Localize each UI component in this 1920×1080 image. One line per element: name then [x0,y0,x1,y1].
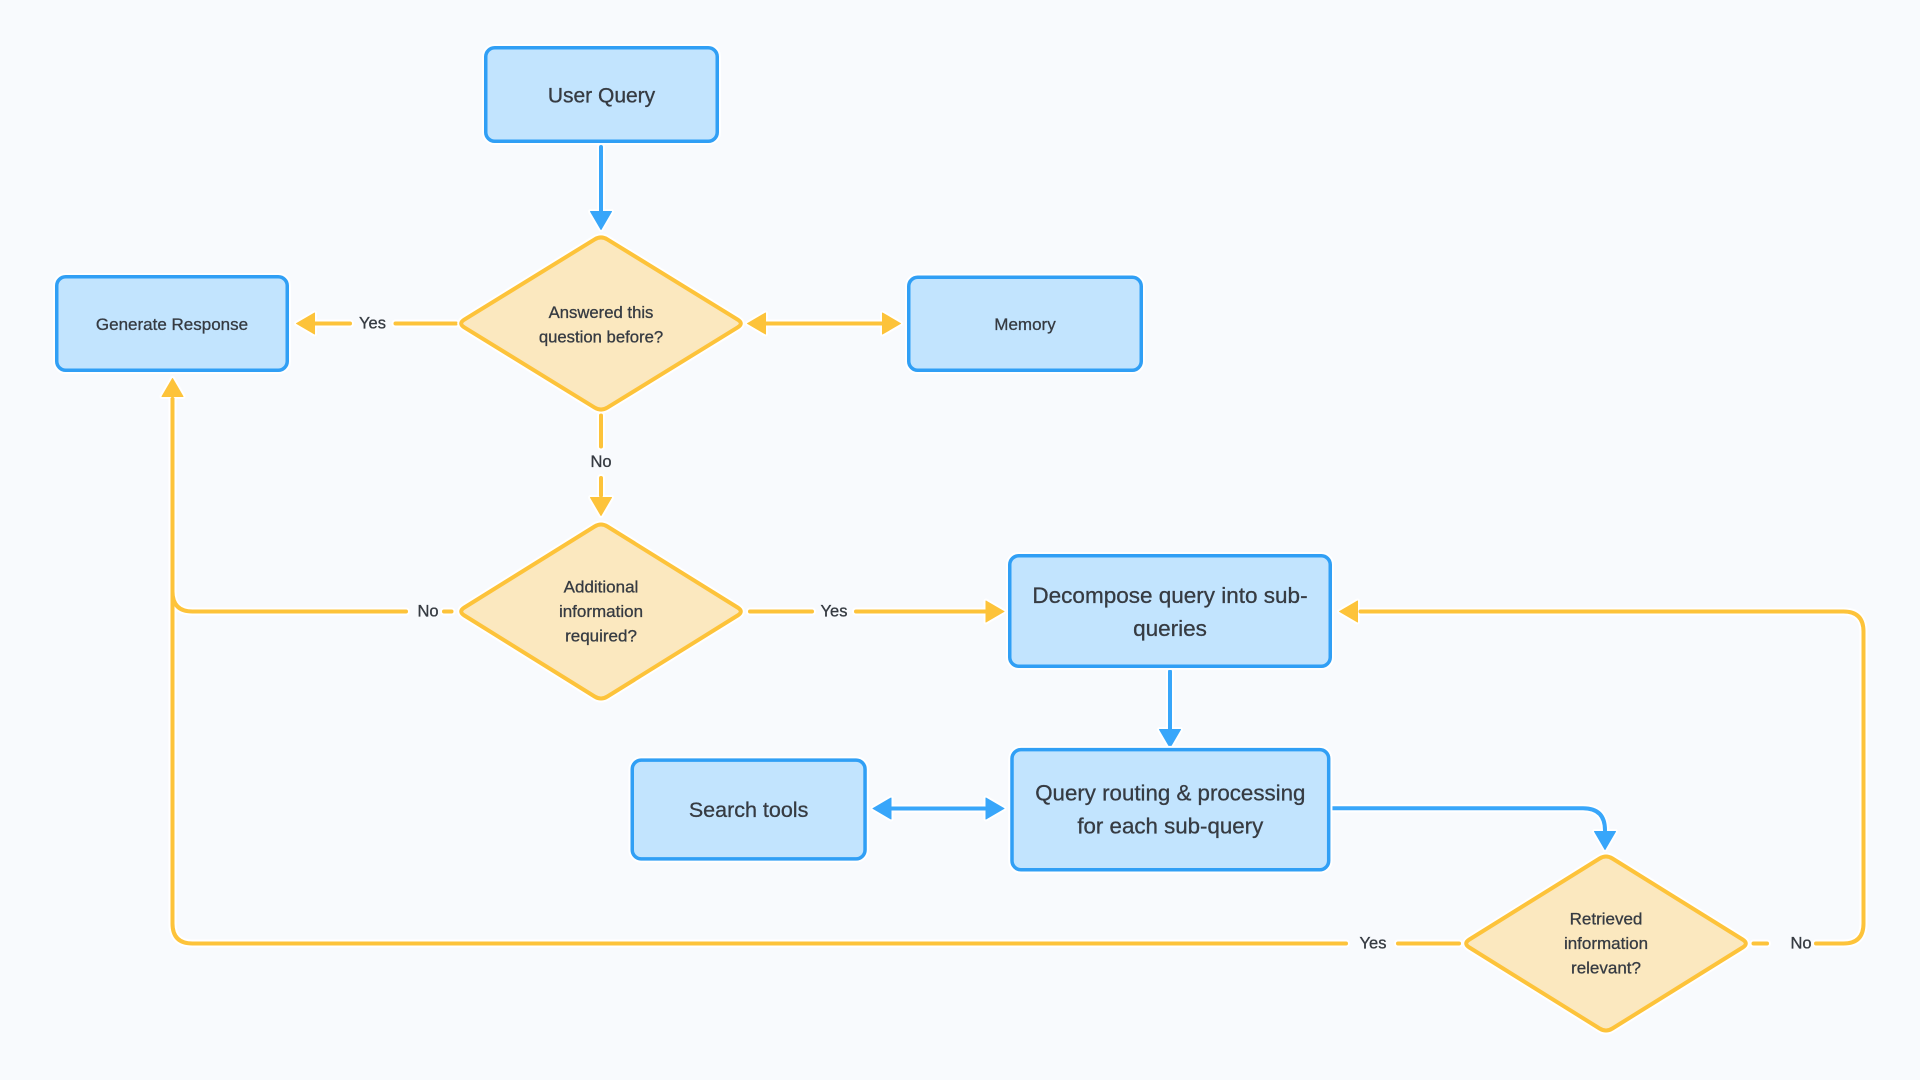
svg-text:Yes: Yes [1360,935,1387,953]
svg-text:Search tools: Search tools [689,798,809,822]
svg-text:Memory: Memory [994,315,1056,334]
svg-text:information: information [1564,934,1648,953]
svg-text:Answered this: Answered this [549,303,654,322]
svg-text:for each sub-query: for each sub-query [1077,814,1264,839]
svg-text:No: No [417,603,438,621]
svg-text:Query routing & processing: Query routing & processing [1035,781,1305,806]
svg-text:Yes: Yes [821,603,848,621]
svg-text:No: No [590,453,611,471]
svg-text:No: No [1790,935,1811,953]
svg-text:required?: required? [565,627,637,646]
svg-text:Generate Response: Generate Response [96,315,248,334]
svg-text:information: information [559,602,643,621]
svg-text:question before?: question before? [539,327,663,346]
svg-text:relevant?: relevant? [1571,959,1641,978]
svg-text:queries: queries [1133,616,1207,641]
svg-text:Decompose query into sub-: Decompose query into sub- [1032,583,1307,608]
svg-text:Additional: Additional [564,578,639,597]
svg-text:Retrieved: Retrieved [1570,910,1643,929]
svg-text:Yes: Yes [359,315,386,333]
svg-text:User Query: User Query [548,85,656,108]
